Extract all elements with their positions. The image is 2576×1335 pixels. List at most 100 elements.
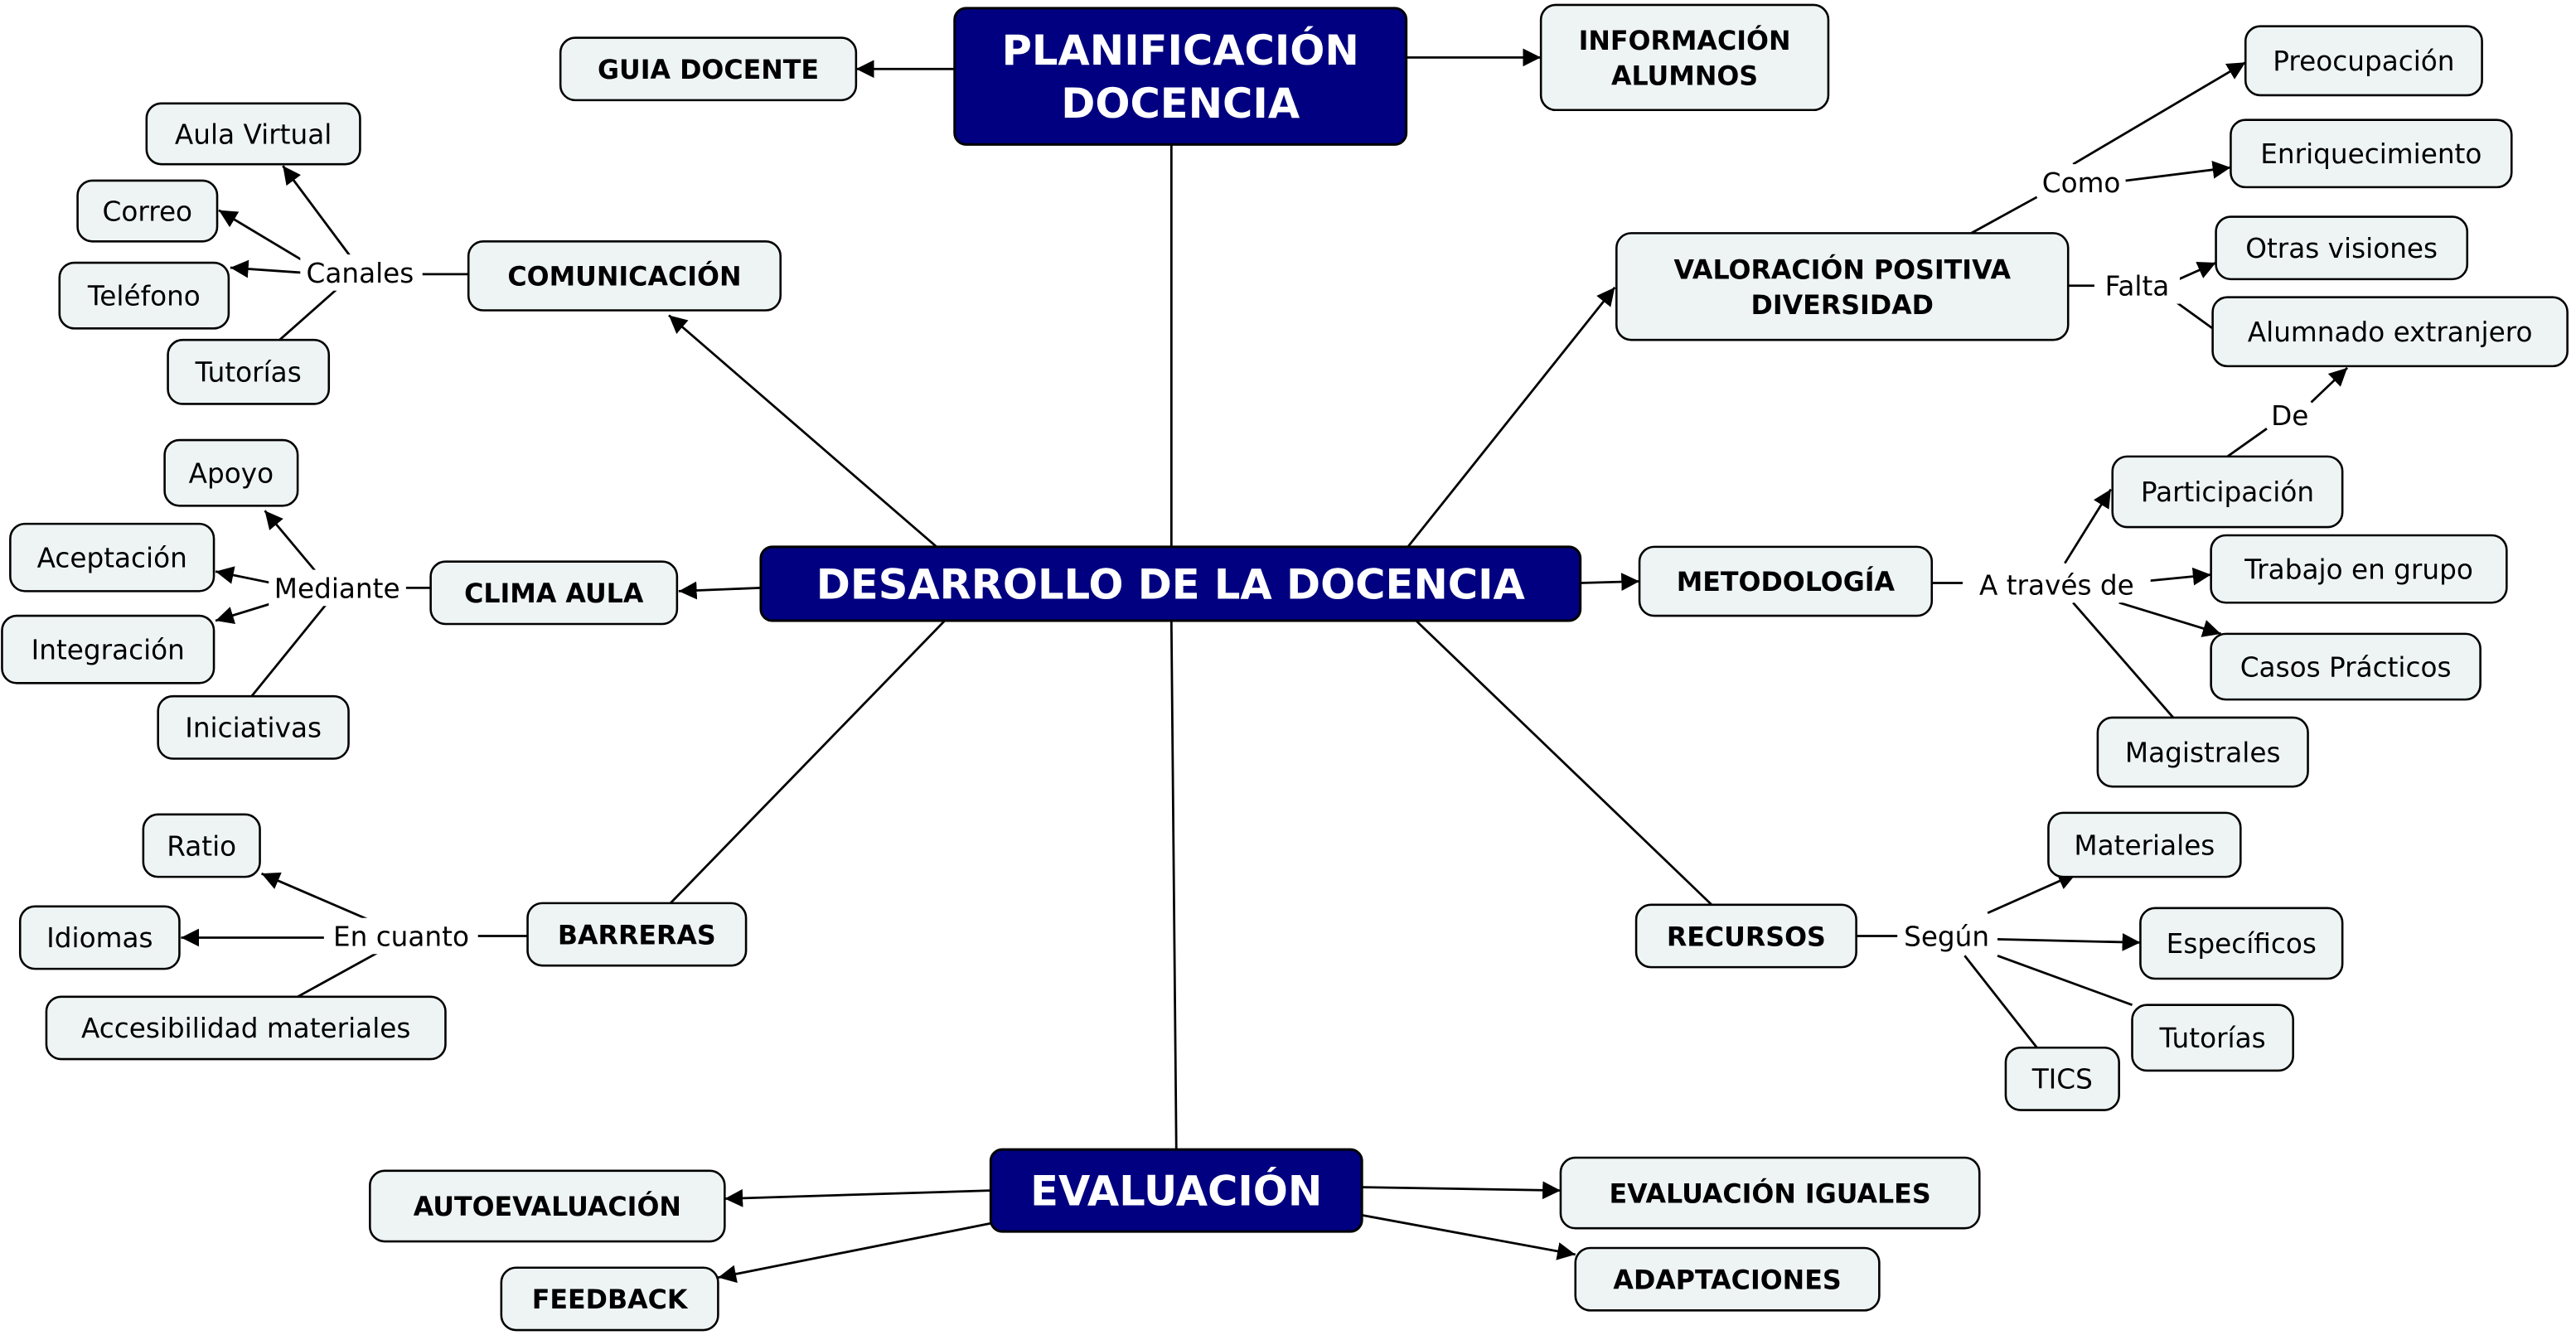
link-label-bg: [2273, 397, 2307, 434]
node-label: Teléfono: [87, 280, 201, 312]
link-label-falta: Falta: [2105, 271, 2170, 302]
node-correo[interactable]: Correo: [76, 179, 219, 243]
arrow-connector: [2118, 601, 2221, 637]
node-integracion[interactable]: Integración: [1, 614, 215, 684]
link-label-de: De: [2271, 400, 2308, 432]
node-telefono[interactable]: Teléfono: [58, 261, 230, 330]
node-magistrales[interactable]: Magistrales: [2096, 716, 2309, 788]
node-idiomas[interactable]: Idiomas: [18, 905, 181, 970]
node-label: INFORMACIÓN: [1579, 24, 1791, 56]
link-label-bg: [1963, 566, 2151, 603]
node-recursos[interactable]: RECURSOS: [1634, 903, 1857, 969]
node-casos[interactable]: Casos Prácticos: [2210, 632, 2482, 701]
node-preocup[interactable]: Preocupación: [2244, 25, 2483, 97]
node-label: Otras visiones: [2245, 233, 2438, 264]
line-connector: [1997, 954, 2133, 1007]
arrow-connector: [1987, 872, 2077, 915]
node-box: [76, 179, 219, 243]
node-metod[interactable]: METODOLOGÍA: [1638, 545, 1934, 617]
node-eval[interactable]: EVALUACIÓN: [989, 1148, 1363, 1233]
node-label: DESARROLLO DE LA DOCENCIA: [816, 560, 1526, 608]
node-iniciativas[interactable]: Iniciativas: [157, 694, 350, 760]
node-feedback[interactable]: FEEDBACK: [500, 1266, 719, 1332]
arrow-connector: [1362, 1181, 1561, 1200]
node-materiales[interactable]: Materiales: [2047, 811, 2242, 878]
arrow-connector: [2072, 61, 2246, 166]
link-label-atraves: A través de: [1979, 569, 2134, 601]
node-label: DOCENCIA: [1061, 80, 1300, 128]
node-tutorias[interactable]: Tutorías: [167, 338, 331, 405]
node-valor[interactable]: VALORACIÓN POSITIVA DIVERSIDAD: [1615, 232, 2070, 341]
link-label-mediante: Mediante: [274, 573, 400, 604]
node-label: ADAPTACIONES: [1613, 1265, 1841, 1295]
node-box: [500, 1266, 719, 1332]
arrow-connector: [215, 566, 272, 584]
line-connector: [1963, 955, 2038, 1049]
link-label-canales: Canales: [307, 258, 414, 289]
node-comunic[interactable]: COMUNICACIÓN: [467, 239, 782, 312]
node-label: Iniciativas: [185, 713, 322, 744]
node-label: Accesibilidad materiales: [81, 1013, 410, 1044]
node-label: Correo: [103, 196, 193, 227]
node-label: EVALUACIÓN IGUALES: [1610, 1177, 1931, 1209]
node-trabajo[interactable]: Trabajo en grupo: [2210, 534, 2508, 604]
node-apoyo[interactable]: Apoyo: [163, 438, 299, 507]
node-enriq[interactable]: Enriquecimiento: [2230, 119, 2513, 189]
node-label: CLIMA AULA: [464, 579, 644, 609]
node-accesib[interactable]: Accesibilidad materiales: [45, 995, 447, 1061]
node-aula[interactable]: Aula Virtual: [145, 102, 361, 166]
node-aceptacion[interactable]: Aceptación: [9, 522, 215, 593]
nodes: DESARROLLO DE LA DOCENCIA PLANIFICACIÓNDO…: [1, 3, 2569, 1332]
arrow-connector: [282, 165, 351, 257]
node-label: GUIA DOCENTE: [598, 56, 819, 85]
node-autoeval[interactable]: AUTOEVALUACIÓN: [369, 1169, 726, 1243]
line-connector: [1415, 620, 1713, 906]
node-box: [167, 338, 331, 405]
node-label: Participación: [2141, 476, 2314, 508]
node-particip[interactable]: Participación: [2111, 455, 2344, 529]
node-tics[interactable]: TICS: [2004, 1046, 2120, 1111]
link-label-encuanto: En cuanto: [333, 921, 469, 952]
node-center[interactable]: DESARROLLO DE LA DOCENCIA: [759, 545, 1582, 622]
arrow-connector: [724, 1188, 991, 1207]
node-evalig[interactable]: EVALUACIÓN IGUALES: [1559, 1156, 1981, 1230]
link-label-bg: [269, 569, 406, 607]
arrow-connector: [678, 581, 761, 600]
arrow-connector: [718, 1221, 991, 1284]
node-label: Preocupación: [2273, 46, 2454, 77]
arrow-connector: [1997, 933, 2141, 951]
node-box: [2211, 296, 2569, 368]
node-box: [142, 813, 261, 878]
node-especificos[interactable]: Específicos: [2139, 907, 2344, 980]
arrow-connector: [2143, 567, 2211, 586]
node-alumnado[interactable]: Alumnado extranjero: [2211, 296, 2569, 368]
node-box: [989, 1148, 1363, 1233]
node-label: Específicos: [2167, 928, 2317, 960]
node-otras[interactable]: Otras visiones: [2215, 215, 2469, 281]
node-label: Aceptación: [37, 543, 187, 574]
node-box: [2215, 215, 2469, 281]
node-barreras[interactable]: BARRERAS: [526, 902, 748, 967]
node-label: DIVERSIDAD: [1751, 291, 1934, 321]
node-adapt[interactable]: ADAPTACIONES: [1574, 1246, 1881, 1312]
line-connector: [250, 600, 330, 698]
node-ratio[interactable]: Ratio: [142, 813, 261, 878]
node-label: EVALUACIÓN: [1030, 1166, 1322, 1215]
node-label: Magistrales: [2125, 737, 2281, 768]
node-clima[interactable]: CLIMA AULA: [429, 560, 679, 626]
node-label: Integración: [31, 634, 185, 665]
node-label: Tutorías: [195, 357, 302, 389]
node-label: Aula Virtual: [175, 119, 332, 150]
node-guia[interactable]: GUIA DOCENTE: [559, 36, 858, 102]
link-label-bg: [2046, 164, 2116, 201]
node-label: RECURSOS: [1667, 922, 1826, 952]
node-box: [2139, 907, 2344, 980]
node-tutorias2[interactable]: Tutorías: [2131, 1004, 2294, 1072]
node-label: Enriquecimiento: [2260, 138, 2482, 170]
node-box: [157, 694, 350, 760]
node-box: [2047, 811, 2242, 878]
node-label: VALORACIÓN POSITIVA: [1674, 253, 2012, 285]
